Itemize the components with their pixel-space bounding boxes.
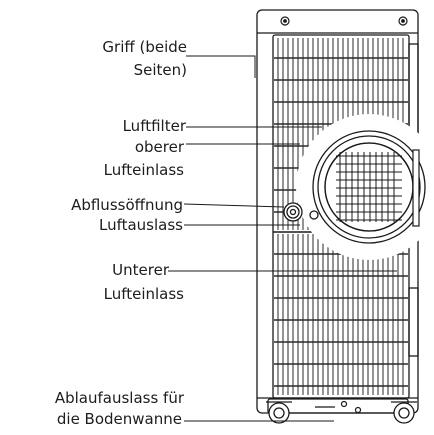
caster-right [391, 401, 417, 424]
screw-top-left [280, 16, 290, 26]
leader-abfluss [183, 203, 285, 208]
vent-mask [296, 114, 434, 260]
drain-plug [309, 210, 319, 220]
vent-ring-edge [312, 130, 426, 244]
caster-left [266, 401, 292, 424]
label-luftauslass: Luftauslass [98, 216, 183, 234]
screw-top-right [398, 16, 408, 26]
exhaust-bracket [412, 149, 420, 227]
label-griff-line1: Griff (beide [102, 38, 187, 56]
label-oberer-line1: oberer [134, 138, 184, 156]
tray-drain-outlet [315, 400, 362, 414]
label-unterer-line1: Unterer [112, 261, 169, 279]
drain-opening [283, 202, 319, 222]
label-luftfilter: Luftfilter [122, 117, 186, 135]
right-handle-recess [408, 43, 419, 135]
label-abflussoeffnung: Abflussöffnung [71, 196, 183, 214]
leader-griff [186, 55, 256, 78]
vent-ring-outer [317, 135, 421, 239]
label-unterer-line2: Lufteinlass [103, 285, 184, 303]
label-ablauf-line2: die Bodenwanne [56, 410, 182, 428]
right-lower-recess [408, 287, 419, 357]
label-ablauf-line1: Ablaufauslass für [54, 389, 184, 407]
label-oberer-line2: Lufteinlass [103, 161, 184, 179]
label-griff-line2: Seiten) [133, 61, 187, 79]
